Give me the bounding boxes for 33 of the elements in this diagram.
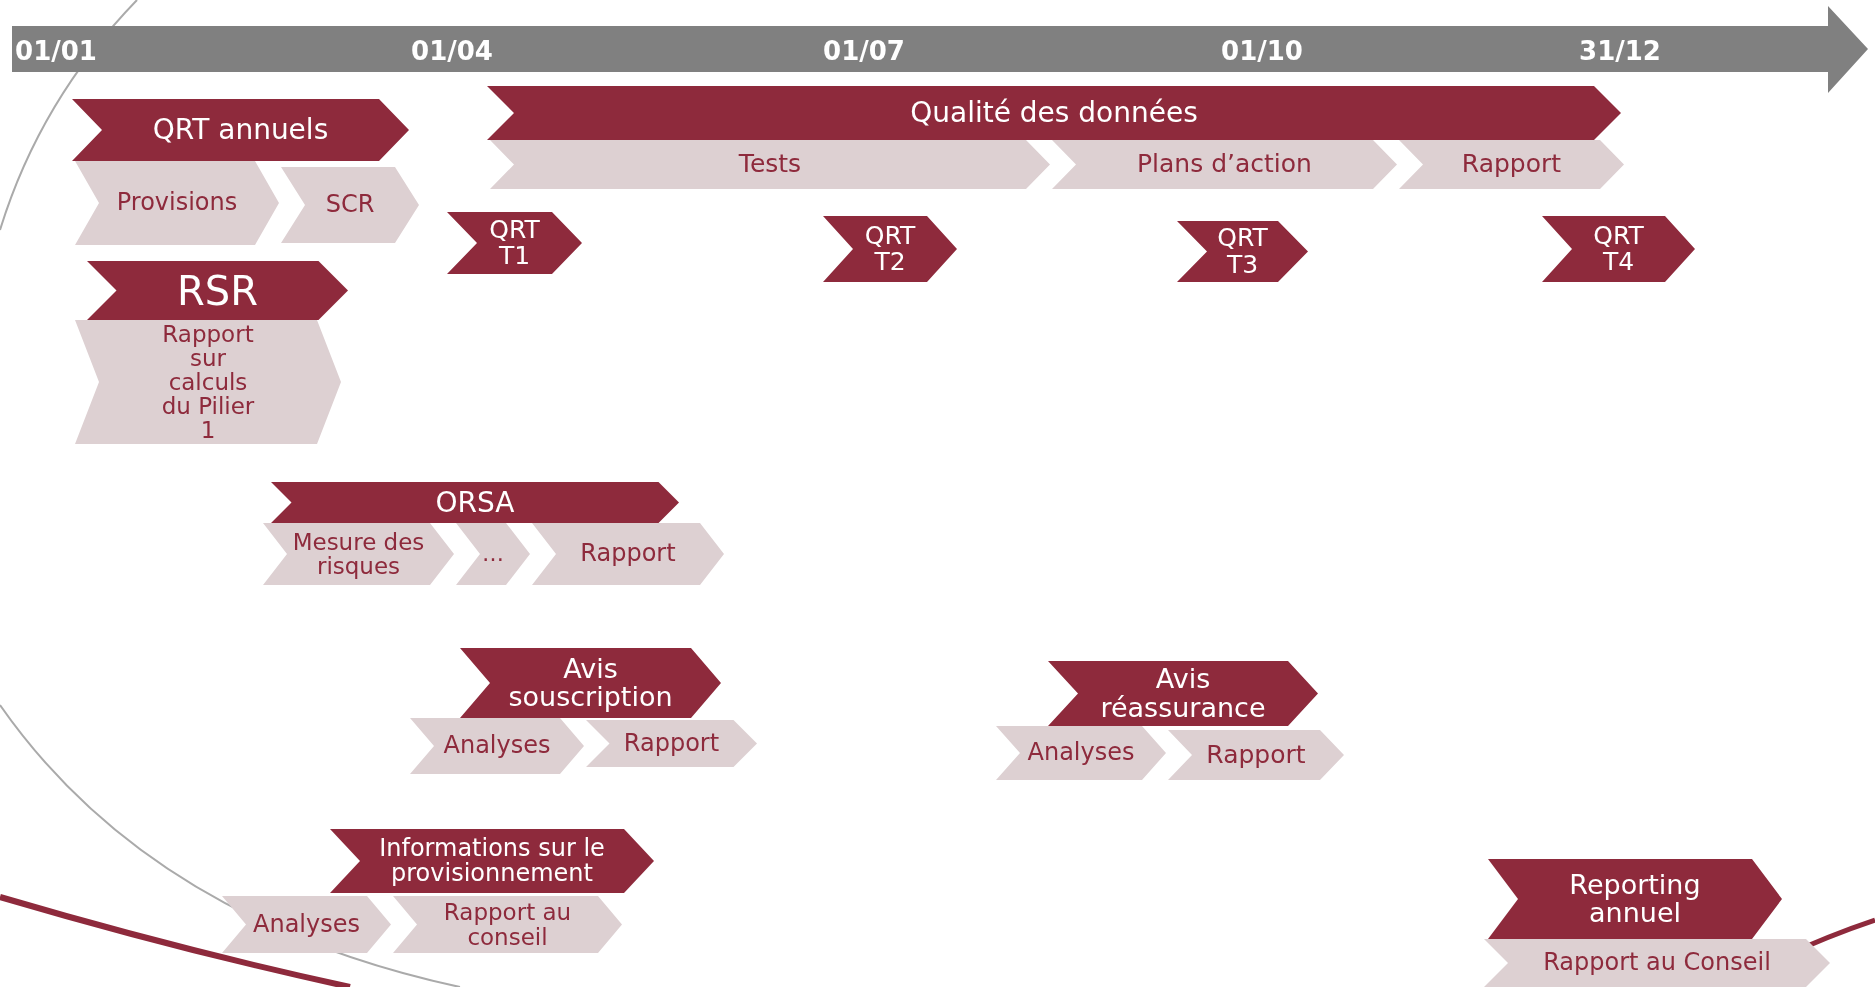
date-label: 31/12	[1579, 36, 1661, 66]
phase-banner: QRT T1	[447, 212, 582, 274]
phase-banner: RSR	[87, 261, 348, 320]
task-tag: Rapport	[586, 720, 757, 767]
task-tag: Tests	[490, 140, 1050, 189]
phase-banner: QRT T4	[1542, 216, 1695, 282]
task-tag: Rapport au conseil	[393, 896, 622, 953]
task-tag: Analyses	[410, 718, 584, 774]
task-tag: Provisions	[75, 161, 279, 245]
date-label: 01/07	[823, 36, 905, 66]
task-tag: Plans d’action	[1052, 140, 1397, 189]
task-tag: Rapport au Conseil	[1484, 939, 1830, 987]
task-tag: Analyses	[996, 726, 1166, 780]
date-label: 01/01	[15, 36, 97, 66]
date-label: 01/10	[1221, 36, 1303, 66]
task-tag: Analyses	[222, 896, 391, 953]
task-tag: SCR	[281, 167, 419, 243]
phase-banner: Avis souscription	[460, 648, 721, 718]
phase-banner: QRT T2	[823, 216, 957, 282]
task-tag: Rapport	[1168, 730, 1344, 780]
phase-banner: QRT T3	[1177, 221, 1308, 282]
task-tag: Rapport	[532, 523, 724, 585]
phase-banner: Informations sur le provisionnement	[330, 829, 654, 893]
task-tag: Rapport sur calculs du Pilier 1	[75, 320, 341, 444]
phase-banner: Reporting annuel	[1488, 859, 1782, 939]
phase-banner: ORSA	[271, 482, 679, 523]
task-tag: Rapport	[1399, 140, 1624, 189]
task-tag: …	[456, 523, 530, 585]
date-label: 01/04	[411, 36, 493, 66]
task-tag: Mesure des risques	[263, 523, 454, 585]
phase-banner: Qualité des données	[487, 86, 1621, 140]
phase-banner: Avis réassurance	[1048, 661, 1318, 726]
phase-banner: QRT annuels	[72, 99, 409, 161]
